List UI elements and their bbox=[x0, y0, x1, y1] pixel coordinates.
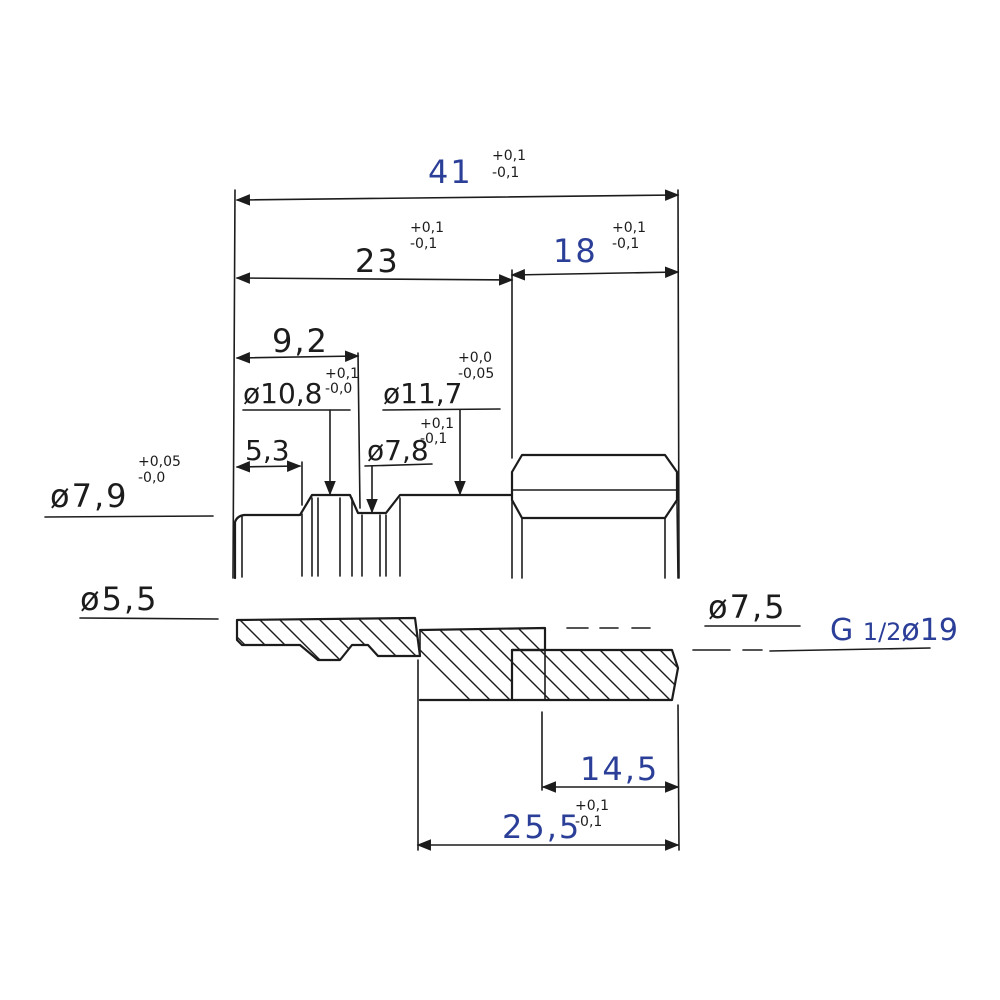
dim-25-5-tol-minus: -0,1 bbox=[575, 814, 602, 830]
thread-prefix: G bbox=[830, 613, 853, 648]
dim-41-value: 41 bbox=[428, 153, 473, 191]
dim-5-3-value: 5,3 bbox=[245, 434, 290, 467]
dia-7-5-label: ø7,5 bbox=[708, 588, 786, 626]
part-outline-view bbox=[233, 453, 679, 580]
dim-25-5-value: 25,5 bbox=[502, 808, 581, 846]
dia-7-8-symbol: ø bbox=[367, 434, 384, 467]
dim-18-tol-minus: -0,1 bbox=[612, 236, 639, 252]
dia-7-8-tol-plus: +0,1 bbox=[420, 416, 454, 432]
dim-18-value: 18 bbox=[553, 232, 598, 270]
hatch-right bbox=[512, 650, 678, 700]
dia-7-8-tol-minus: -0,1 bbox=[420, 431, 447, 447]
dia-11-7-label: ø11,7 bbox=[383, 377, 462, 410]
dia-10-8-symbol: ø bbox=[243, 377, 260, 410]
dia-7-8-label: ø7,8 bbox=[367, 434, 429, 467]
dim-23-tol-minus: -0,1 bbox=[410, 236, 437, 252]
dia-7-9-value: 7,9 bbox=[72, 477, 129, 515]
dim-23-tol-plus: +0,1 bbox=[410, 220, 444, 236]
dim-41-tol-plus: +0,1 bbox=[492, 148, 526, 164]
dim-14-5-value: 14,5 bbox=[580, 750, 659, 788]
extension-lines bbox=[232, 189, 680, 851]
dia-10-8-tol-minus: -0,0 bbox=[325, 381, 352, 397]
labels: 41 +0,1 -0,1 23 +0,1 -0,1 18 +0,1 -0,1 9… bbox=[50, 148, 958, 846]
dim-41-tol-minus: -0,1 bbox=[492, 165, 519, 181]
dim-line-41 bbox=[235, 189, 680, 206]
dia-7-9-label: ø7,9 bbox=[50, 477, 128, 515]
dia-7-9-tol-plus: +0,05 bbox=[138, 454, 181, 470]
thread-symbol: ø bbox=[901, 613, 919, 648]
dia-11-7-tol-minus: -0,05 bbox=[458, 366, 494, 382]
dimension-lines bbox=[235, 189, 680, 851]
dia-10-8-label: ø10,8 bbox=[243, 377, 322, 410]
dim-line-23 bbox=[235, 272, 514, 286]
dim-9-2-value: 9,2 bbox=[272, 322, 329, 360]
dia-7-9-symbol: ø bbox=[50, 477, 72, 515]
dia-11-7-tol-plus: +0,0 bbox=[458, 350, 492, 366]
thread-size: 1/2 bbox=[863, 618, 902, 646]
dim-line-5-3 bbox=[235, 460, 302, 473]
dia-7-9-tol-minus: -0,0 bbox=[138, 470, 165, 486]
dia-7-8-value: 7,8 bbox=[384, 434, 429, 467]
hatch-middle bbox=[420, 628, 545, 700]
dia-10-8-tol-plus: +0,1 bbox=[325, 366, 359, 382]
thread-value: 19 bbox=[920, 613, 958, 648]
dim-line-9-2 bbox=[235, 350, 360, 364]
dim-18-tol-plus: +0,1 bbox=[612, 220, 646, 236]
dia-5-5-symbol: ø bbox=[80, 580, 102, 618]
thread-label: G 1/2ø19 bbox=[830, 613, 958, 648]
dim-25-5-tol-plus: +0,1 bbox=[575, 798, 609, 814]
dim-line-18 bbox=[510, 266, 680, 281]
dia-7-5-symbol: ø bbox=[708, 588, 730, 626]
dia-5-5-label: ø5,5 bbox=[80, 580, 158, 618]
dia-10-8-value: 10,8 bbox=[260, 377, 322, 410]
dia-11-7-value: 11,7 bbox=[400, 377, 462, 410]
dim-23-value: 23 bbox=[355, 242, 400, 280]
dia-11-7-symbol: ø bbox=[383, 377, 400, 410]
leader-lines bbox=[44, 408, 931, 652]
section-view bbox=[235, 616, 680, 702]
dia-5-5-value: 5,5 bbox=[102, 580, 159, 618]
dia-7-5-value: 7,5 bbox=[730, 588, 787, 626]
